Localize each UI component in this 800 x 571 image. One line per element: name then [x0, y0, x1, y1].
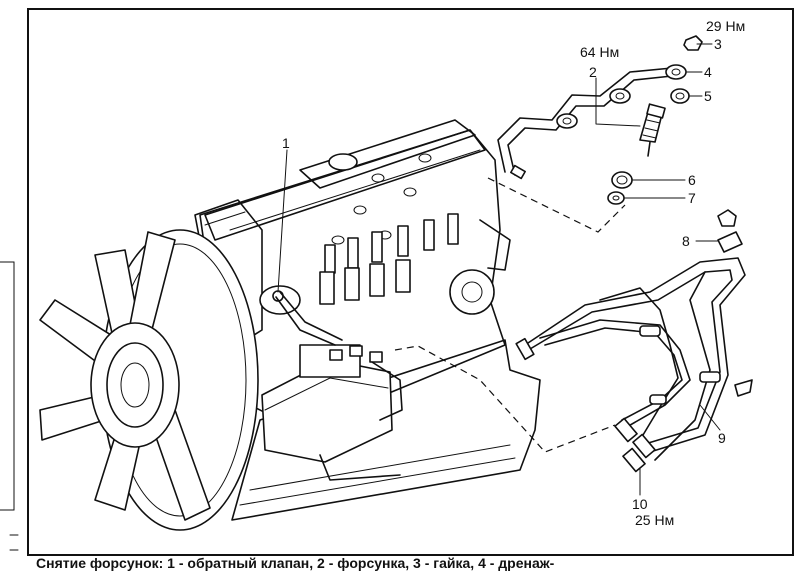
- injector-studs: [319, 213, 459, 305]
- callout-4: 4: [704, 64, 712, 80]
- torque-pipes: 25 Нм: [635, 512, 674, 528]
- figure-caption: Снятие форсунок: 1 - обратный клапан, 2 …: [36, 555, 555, 571]
- torque-injector: 64 Нм: [580, 44, 619, 60]
- callout-3: 3: [714, 36, 722, 52]
- seat-washer-5: [670, 88, 690, 104]
- injection-pipes-set: [515, 257, 753, 473]
- callout-6: 6: [688, 172, 696, 188]
- callout-labels: 1 2 3 4 5 6 7 8 9 10: [282, 36, 726, 512]
- seat-6: [611, 171, 633, 189]
- callout-10: 10: [632, 496, 648, 512]
- torque-nut: 29 Нм: [706, 18, 745, 34]
- callout-8: 8: [682, 233, 690, 249]
- callout-5: 5: [704, 88, 712, 104]
- cooling-fan: [39, 231, 211, 521]
- nut-3: [683, 35, 703, 51]
- small-parts: [607, 35, 743, 253]
- clamp-nut: [717, 209, 737, 227]
- injection-pump: [261, 344, 403, 481]
- callout-leaders: [277, 43, 721, 496]
- leakoff-pipe: [497, 64, 687, 180]
- dashed-leaders: [394, 177, 626, 453]
- washer-7: [607, 191, 625, 205]
- callout-7: 7: [688, 190, 696, 206]
- engine-block-illustration: [39, 119, 541, 531]
- callout-2: 2: [589, 64, 597, 80]
- torque-labels: 29 Нм 64 Нм 25 Нм: [580, 18, 745, 528]
- injector: [639, 103, 666, 157]
- clamp-8: [717, 231, 743, 253]
- callout-1: 1: [282, 135, 290, 151]
- callout-9: 9: [718, 430, 726, 446]
- page-frame: [0, 8, 794, 556]
